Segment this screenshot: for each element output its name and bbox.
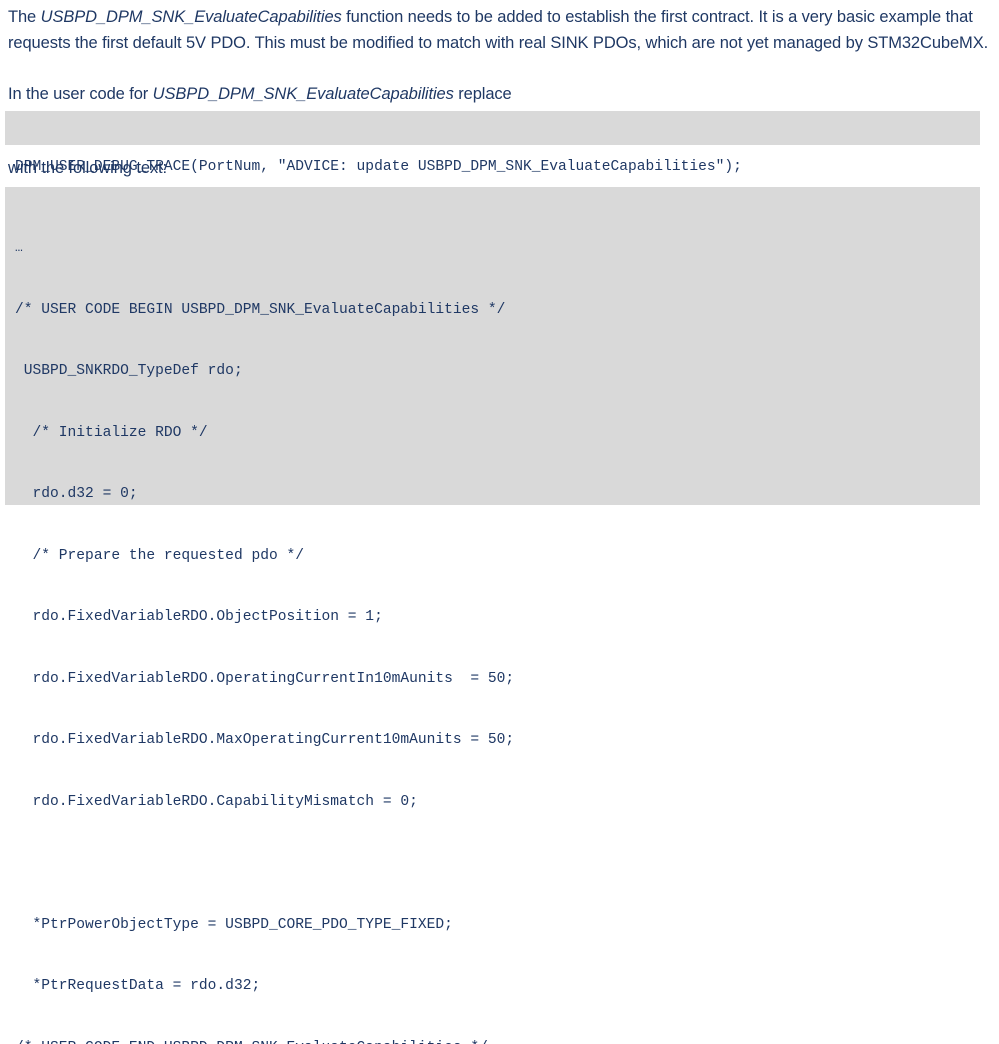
replace-emphasis-function-name: USBPD_DPM_SNK_EvaluateCapabilities [153,85,454,103]
code-line: /* Initialize RDO */ [15,423,980,444]
code-line: USBPD_SNKRDO_TypeDef rdo; [15,361,980,382]
code-line: *PtrRequestData = rdo.d32; [15,976,980,997]
replace-text-segment-1: In the user code for [8,85,153,103]
code-block-original: DPM_USER_DEBUG_TRACE(PortNum, "ADVICE: u… [5,111,980,145]
code-line: /* Prepare the requested pdo */ [15,546,980,567]
replace-text-segment-2: replace [454,85,512,103]
intro-text-segment-1: The [8,8,41,26]
code-line: /* USER CODE BEGIN USBPD_DPM_SNK_Evaluat… [15,300,980,321]
document-page: The USBPD_DPM_SNK_EvaluateCapabilities f… [0,0,999,522]
replace-instruction-paragraph: In the user code for USBPD_DPM_SNK_Evalu… [0,82,999,108]
code-block-replacement: … /* USER CODE BEGIN USBPD_DPM_SNK_Evalu… [5,187,980,505]
intro-emphasis-function-name: USBPD_DPM_SNK_EvaluateCapabilities [41,8,342,26]
code-line: rdo.FixedVariableRDO.CapabilityMismatch … [15,792,980,813]
code-line: rdo.FixedVariableRDO.ObjectPosition = 1; [15,607,980,628]
intro-paragraph: The USBPD_DPM_SNK_EvaluateCapabilities f… [0,5,999,56]
code-line: rdo.FixedVariableRDO.OperatingCurrentIn1… [15,669,980,690]
code-line: … [15,238,980,259]
code-line: *PtrPowerObjectType = USBPD_CORE_PDO_TYP… [15,915,980,936]
code-line: rdo.FixedVariableRDO.MaxOperatingCurrent… [15,730,980,751]
code-line: /* USER CODE END USBPD_DPM_SNK_EvaluateC… [15,1038,980,1044]
code-line-blank [15,853,980,874]
with-following-text-paragraph: with the following text: [0,156,999,182]
code-line: rdo.d32 = 0; [15,484,980,505]
